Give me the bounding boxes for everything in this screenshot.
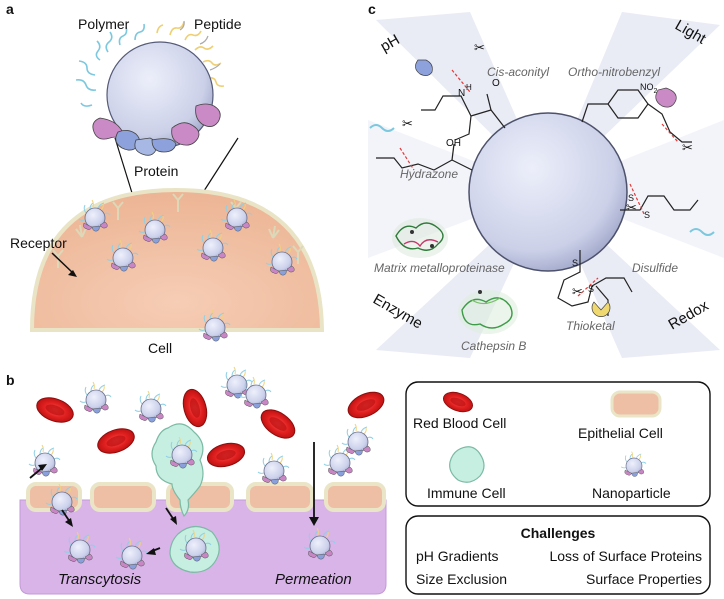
label-mmp: Matrix metalloproteinase [374,261,505,275]
receptor-arrow [51,252,75,275]
challenge-surface-properties: Surface Properties [586,571,702,587]
label-cell: Cell [148,340,172,356]
legend-epithelial-icon [610,390,662,418]
cargo-thioketal [591,301,611,317]
surface-proteins [92,103,221,156]
peptide-strands-grey [179,20,221,71]
label-cis-aconityl: Cis-aconityl [487,65,549,79]
atom-o: O [492,78,500,89]
atom-n: N [458,88,465,99]
scissors-icon: ✂ [682,140,693,155]
panel-a-letter: a [6,1,14,17]
scissors-icon: ✂ [572,284,583,299]
panel-c: c [368,1,724,358]
cargo-light [655,87,677,108]
transcytosis-arrow-in [29,467,43,479]
challenges-title: Challenges [521,525,596,541]
chemical-linkers [376,89,699,316]
label-peptide: Peptide [194,16,242,32]
label-protein: Protein [134,163,178,179]
label-transcytosis: Transcytosis [58,571,142,588]
label-enzyme: Enzyme [370,291,425,333]
panel-b-letter: b [6,372,15,388]
panel-c-letter: c [368,1,376,17]
cargo-disulfide [689,228,715,236]
label-polymer: Polymer [78,16,130,32]
atom-s: S [588,284,594,294]
challenge-ph-gradients: pH Gradients [416,548,498,564]
label-hydrazone: Hydrazone [400,167,458,181]
label-disulfide: Disulfide [632,261,678,275]
label-thioketal: Thioketal [566,319,615,333]
challenge-loss-surface-proteins: Loss of Surface Proteins [549,548,702,564]
atom-oh: OH [446,138,461,149]
scissors-icon: ✂ [402,116,413,131]
scissors-icon: ✂ [474,40,485,55]
atom-no2: NO2 [640,82,658,95]
label-receptor: Receptor [10,235,67,251]
receptors [52,193,304,268]
challenges-box: Challenges pH Gradients Loss of Surface … [405,515,711,595]
nanoparticle-center [468,112,628,272]
atom-h: H [466,83,472,92]
label-permeation: Permeation [275,571,352,588]
scissors-icon: ✂ [626,200,637,215]
atom-s: S [644,210,650,220]
panel-a: a [6,1,325,356]
legend-nanoparticle: Nanoparticle [592,485,671,501]
receptor-arrowhead [68,270,77,277]
label-ortho-nitrobenzyl: Ortho-nitrobenzyl [568,65,660,79]
atom-s: S [572,258,578,268]
legend-epithelial-cell: Epithelial Cell [578,425,663,441]
legend-immune-icon [449,446,485,483]
cargo-ph [415,59,433,76]
legend-red-blood-cell: Red Blood Cell [413,415,506,431]
immune-cell-migrating [151,423,204,518]
legend-box: Red Blood Cell Epithelial Cell Immune Ce… [405,381,711,507]
cleavage-lines [399,69,679,297]
panel-b: b [6,366,711,595]
enzyme-cathepsin [458,290,518,334]
label-cathepsin: Cathepsin B [461,339,526,353]
cargo-hydrazone [369,124,395,132]
arrowheads [38,464,319,555]
enzyme-mmp [392,218,448,258]
peptide-strands [156,21,225,87]
atom-s: S [628,193,634,203]
legend-immune-cell: Immune Cell [427,485,506,501]
scissors-icons: ✂ ✂ ✂ ✂ ✂ [402,40,693,299]
polymer-strands [75,23,145,107]
challenge-size-exclusion: Size Exclusion [416,571,507,587]
